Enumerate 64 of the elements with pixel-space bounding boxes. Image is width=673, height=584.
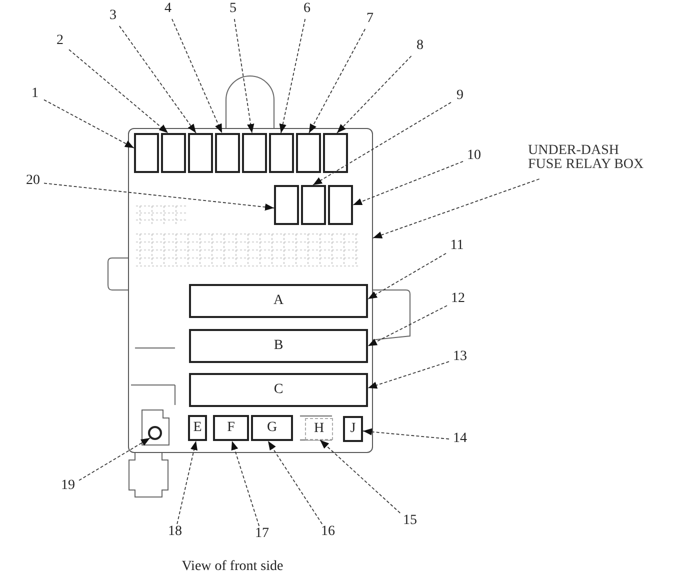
leader-line	[312, 102, 452, 186]
leader-line	[352, 160, 464, 206]
fuse-slot	[296, 133, 321, 173]
leader-line	[176, 440, 198, 524]
leader-line	[118, 26, 196, 134]
callout-number: 2	[52, 34, 68, 50]
relay-slot: F	[213, 415, 249, 441]
leader-line	[68, 49, 168, 134]
callout-number: 19	[58, 479, 78, 495]
leader-line	[44, 99, 134, 148]
callout-number: 6	[299, 2, 315, 18]
relay-slot: J	[343, 416, 363, 442]
callout-number: 16	[318, 525, 338, 541]
leader-line	[362, 428, 450, 440]
fuse-slot	[242, 133, 267, 173]
callout-number: 5	[225, 2, 241, 18]
leader-line	[268, 440, 323, 524]
leader-line	[172, 18, 222, 134]
relay-slot: H	[305, 418, 333, 440]
leader-line	[372, 178, 540, 238]
leader-line	[368, 305, 448, 346]
leader-line	[368, 252, 446, 300]
fuse-slot	[215, 133, 240, 173]
callout-number: 4	[160, 2, 176, 18]
leader-line	[231, 440, 260, 526]
callout-number: 18	[165, 525, 185, 541]
leader-line	[320, 440, 401, 514]
fuse-slot	[274, 185, 299, 225]
callout-number: 14	[450, 432, 470, 448]
caption: View of front side	[180, 560, 284, 574]
leader-line	[234, 18, 254, 134]
relay-slot: C	[189, 373, 368, 407]
leader-line	[368, 361, 450, 389]
fuse-slot	[134, 133, 159, 173]
leader-line	[336, 56, 412, 134]
socket-circle	[148, 426, 162, 440]
callout-number: 15	[400, 514, 420, 530]
fuse-slot	[188, 133, 213, 173]
fuse-slot	[269, 133, 294, 173]
callout-number: 1	[27, 87, 43, 103]
callout-number: 17	[252, 527, 272, 543]
leader-line	[78, 438, 150, 481]
part-label: UNDER-DASH FUSE RELAY BOX	[528, 144, 652, 178]
relay-slot: A	[189, 284, 368, 318]
relay-slot: B	[189, 329, 368, 363]
fuse-slot	[328, 185, 353, 225]
fuse-box-housing	[128, 128, 373, 453]
callout-number: 20	[23, 174, 43, 190]
callout-number: 8	[412, 39, 428, 55]
leader-line	[44, 182, 274, 211]
callout-number: 12	[448, 292, 468, 308]
fuse-slot	[161, 133, 186, 173]
callout-number: 3	[105, 9, 121, 25]
callout-number: 13	[450, 350, 470, 366]
relay-slot: G	[251, 415, 293, 441]
fuse-slot	[323, 133, 348, 173]
leader-line	[308, 28, 366, 134]
callout-number: 10	[464, 149, 484, 165]
callout-number: 9	[452, 89, 468, 105]
callout-number: 11	[447, 239, 467, 255]
leader-line	[279, 18, 306, 134]
fuse-slot	[301, 185, 326, 225]
callout-number: 7	[362, 12, 378, 28]
relay-slot: E	[188, 415, 207, 441]
